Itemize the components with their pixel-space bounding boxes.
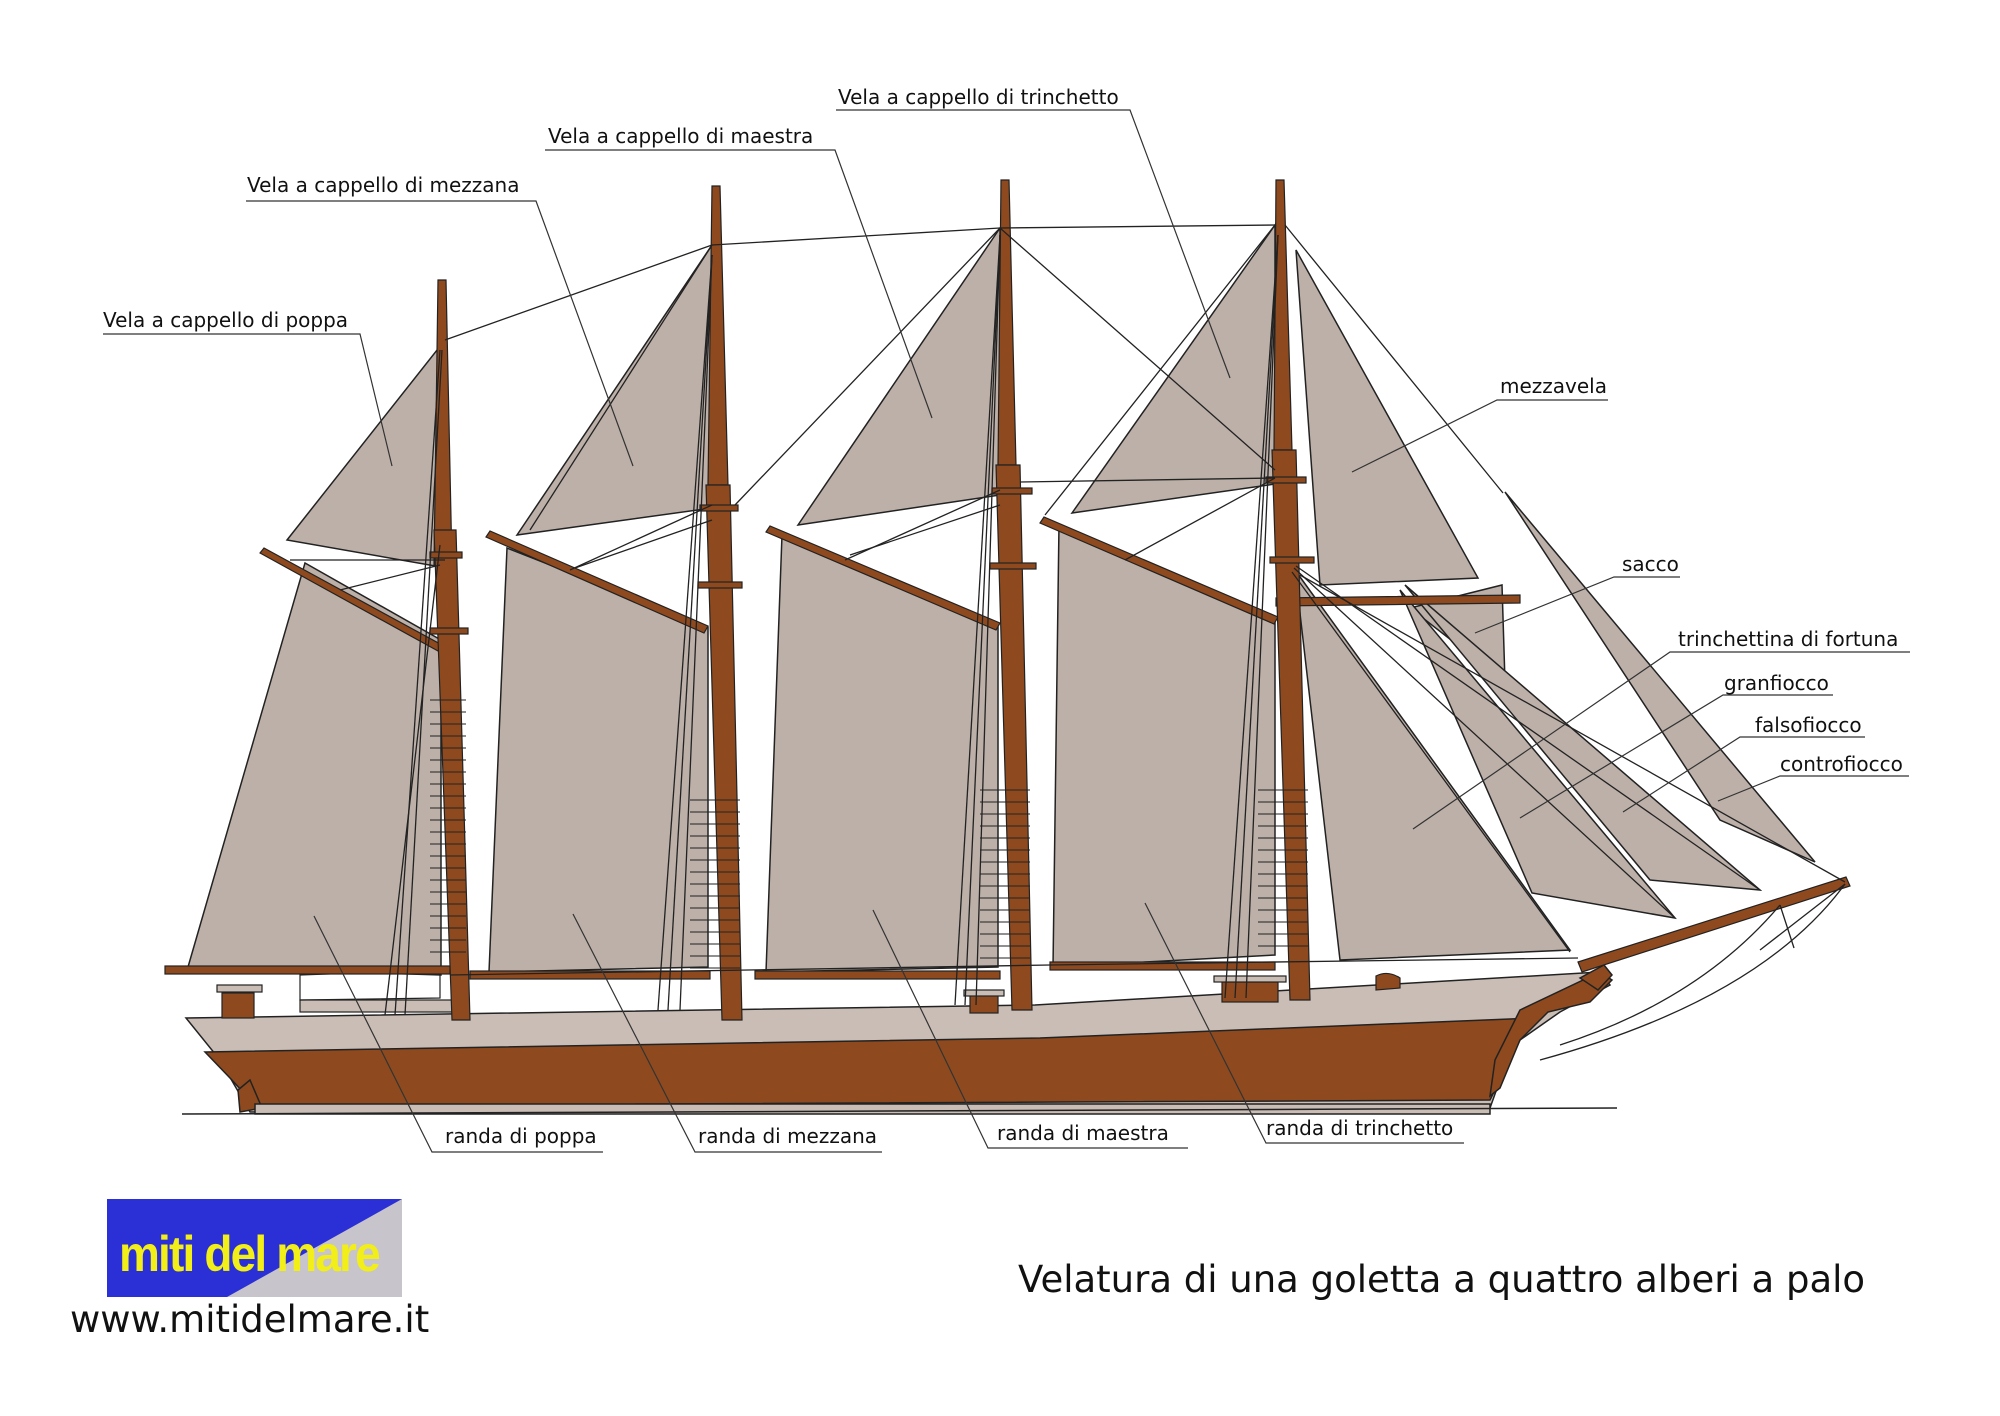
leader-lines — [103, 109, 1910, 1153]
topsail-maestra — [796, 225, 1001, 526]
falsofiocco — [1404, 584, 1763, 891]
bow-ornament — [1578, 964, 1613, 991]
label-randa-maestra: randa di maestra — [997, 1121, 1169, 1145]
foremast-yard — [1275, 594, 1521, 607]
topsail-trinchetto — [1070, 222, 1276, 514]
label-controfiocco: controfiocco — [1780, 752, 1903, 776]
logo-sail-shape — [227, 1199, 402, 1297]
label-sacco: sacco — [1622, 552, 1679, 576]
label-vela-cappello-mezzana: Vela a cappello di mezzana — [247, 173, 520, 197]
topsail-poppa — [285, 342, 442, 568]
topsail-mezzana — [515, 242, 713, 536]
randa-maestra — [765, 533, 999, 973]
randa-trinchetto — [1052, 522, 1276, 968]
gaffs — [259, 516, 1279, 652]
booms — [164, 594, 1851, 980]
label-trinchettina-fortuna: trinchettina di fortuna — [1678, 627, 1899, 651]
controfiocco — [1504, 491, 1816, 863]
mezzavela — [1295, 249, 1480, 586]
logo-text: miti del mare — [119, 1226, 381, 1282]
label-vela-cappello-poppa: Vela a cappello di poppa — [103, 308, 349, 332]
site-url[interactable]: www.mitidelmare.it — [70, 1298, 430, 1341]
label-granfiocco: granfiocco — [1724, 671, 1829, 695]
label-randa-poppa: randa di poppa — [445, 1124, 597, 1148]
label-randa-trinchetto: randa di trinchetto — [1266, 1116, 1454, 1140]
granfiocco — [1399, 589, 1677, 920]
label-randa-mezzana: randa di mezzana — [698, 1124, 878, 1148]
label-vela-cappello-maestra: Vela a cappello di maestra — [548, 124, 814, 148]
ratlines — [430, 699, 1308, 969]
waterline — [181, 1107, 1618, 1115]
miti-del-mare-logo: miti del mare — [107, 1199, 402, 1297]
label-falsofiocco: falsofiocco — [1755, 713, 1862, 737]
hull — [184, 964, 1614, 1115]
rigging — [290, 224, 1846, 1061]
label-vela-cappello-trinchetto: Vela a cappello di trinchetto — [838, 85, 1119, 109]
diagram-caption: Velatura di una goletta a quattro alberi… — [1018, 1258, 1866, 1301]
bowsprit — [1577, 876, 1851, 973]
label-mezzavela: mezzavela — [1500, 374, 1607, 398]
